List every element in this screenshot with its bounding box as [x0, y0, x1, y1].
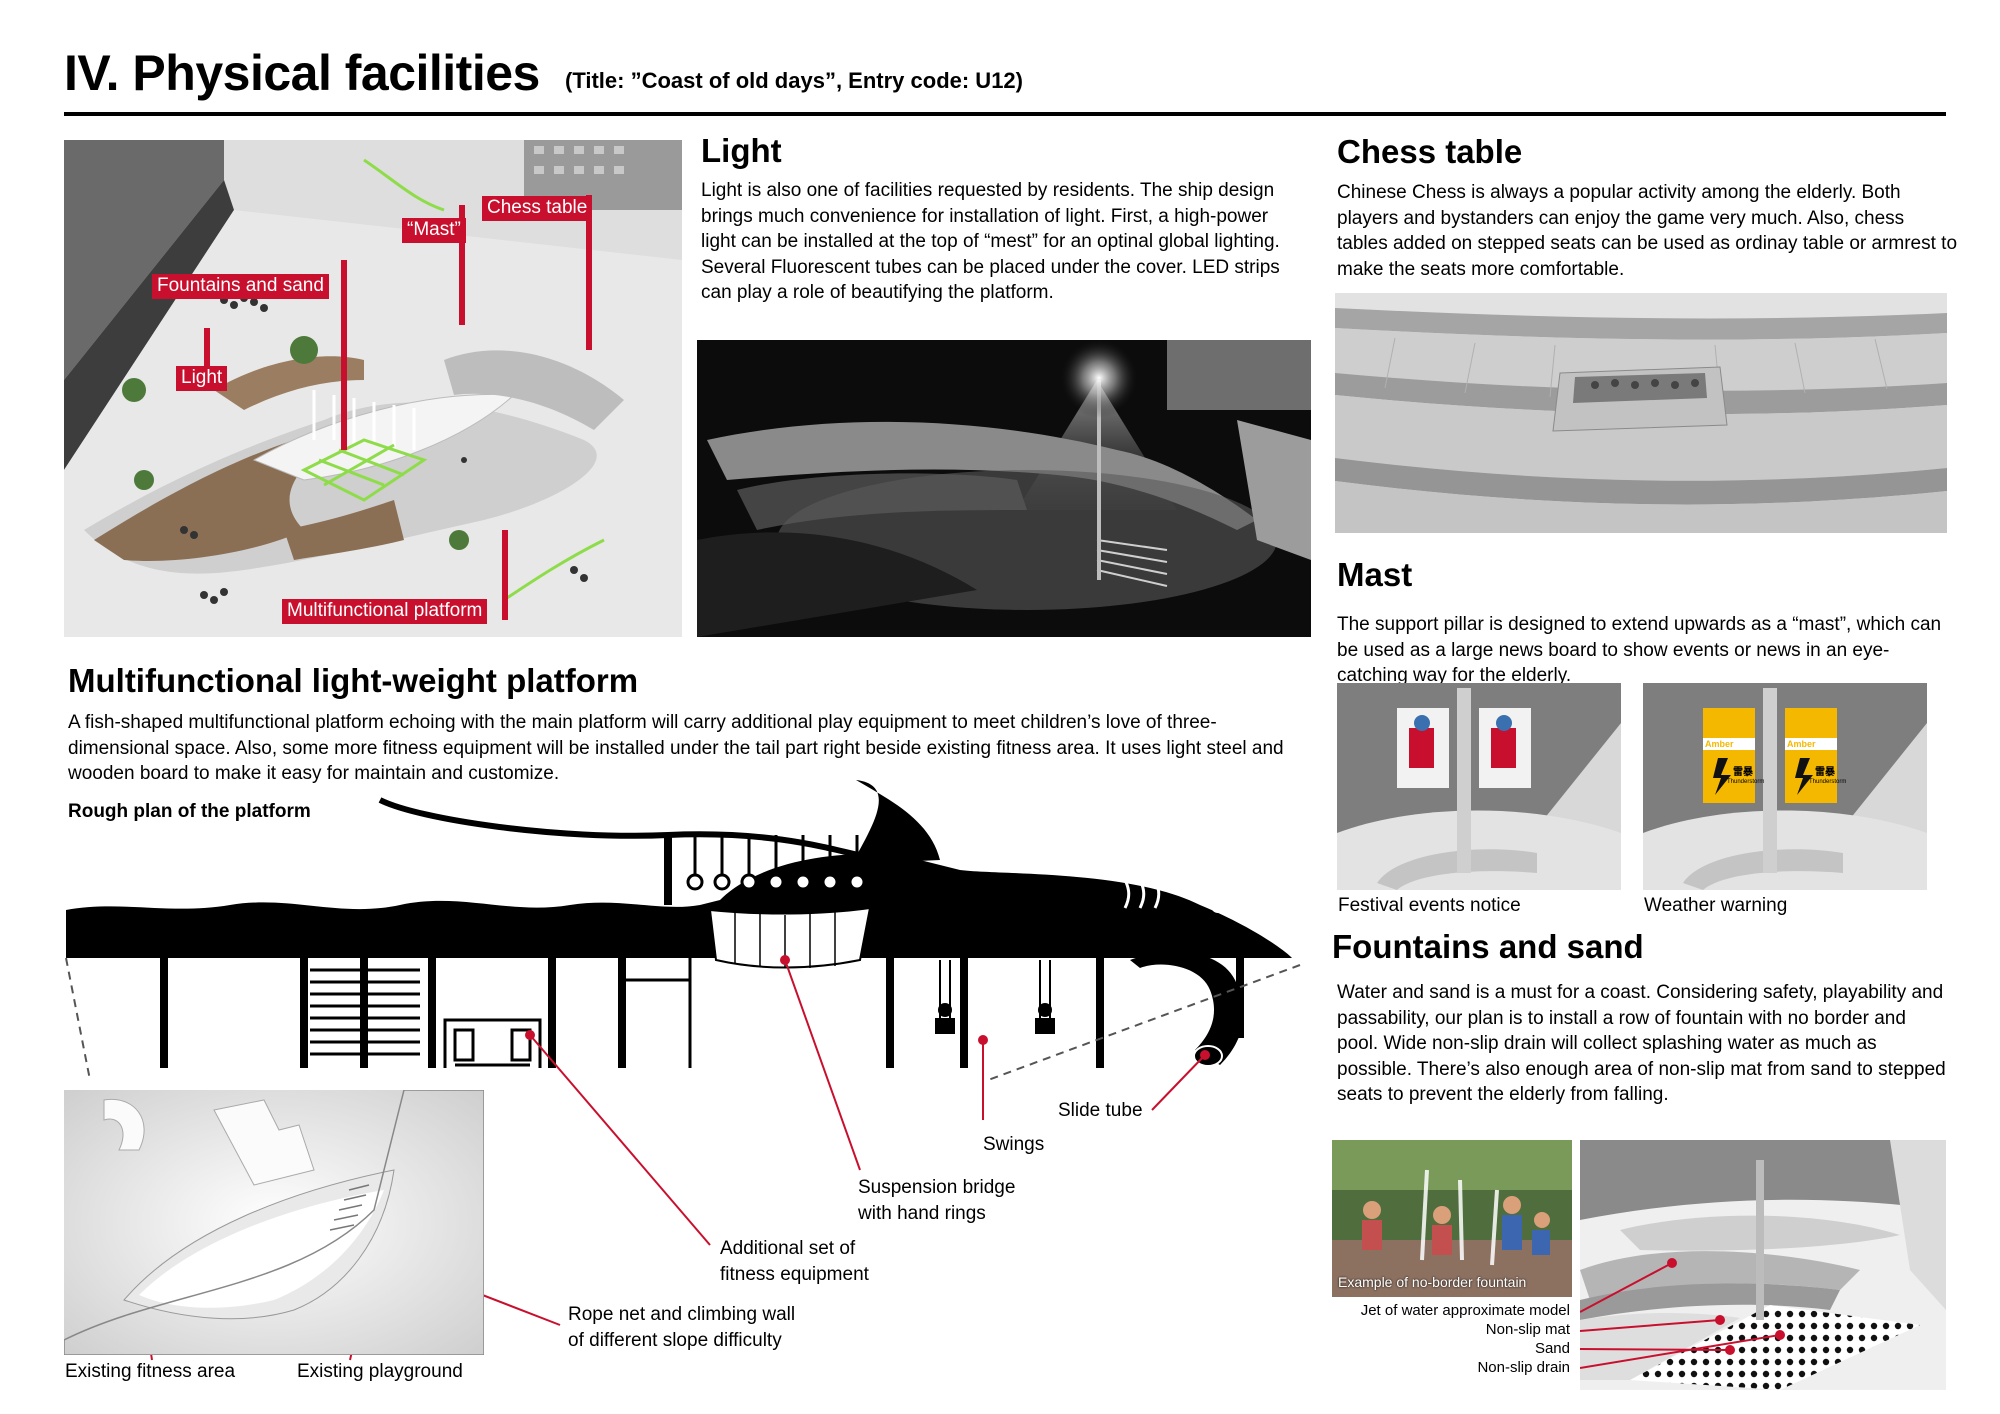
- label-bridge-line2: with hand rings: [858, 1203, 986, 1224]
- page-title: IV. Physical facilities: [64, 45, 540, 101]
- label-slide-tube: Slide tube: [1058, 1100, 1143, 1121]
- overview-aerial-render: Chess table “Mast” Fountains and sand Li…: [64, 140, 682, 637]
- poster-chinese-left: 雷暴: [1733, 767, 1753, 778]
- tag-fountains-and-sand: Fountains and sand: [152, 274, 329, 299]
- platform-text: A fish-shaped multifunctional platform e…: [68, 712, 1284, 785]
- overview-render-graphic: [64, 140, 682, 637]
- fish-platform-elevation: [65, 780, 1301, 1080]
- mast-weather-render: Amber Amber 雷暴 雷暴 Thunderstorm Thunderst…: [1643, 683, 1927, 890]
- label-existing-playground: Existing playground: [297, 1361, 463, 1382]
- light-render-graphic: [697, 340, 1311, 637]
- fountains-text: Water and sand is a must for a coast. Co…: [1337, 982, 1946, 1106]
- light-night-render: [697, 340, 1311, 637]
- label-existing-fitness-area: Existing fitness area: [65, 1361, 236, 1382]
- chess-render-graphic: [1335, 293, 1947, 533]
- page-subtitle: (Title: ”Coast of old days”, Entry code:…: [565, 68, 1023, 93]
- mast-caption-festival: Festival events notice: [1338, 895, 1521, 916]
- fountain-legend-drain: Non-slip drain: [1477, 1359, 1570, 1376]
- tag-light: Light: [176, 366, 228, 391]
- fountain-legend-jet: Jet of water approximate model: [1360, 1302, 1570, 1319]
- platform-marker: [502, 530, 508, 620]
- mast-festival-render: [1337, 683, 1621, 890]
- label-rope-line1: Rope net and climbing wall: [568, 1304, 796, 1325]
- site-plan-render: [64, 1090, 484, 1355]
- poster-amber-label-left: Amber: [1705, 739, 1734, 749]
- weather-render-graphic: [1643, 683, 1927, 890]
- light-text: Light is also one of facilities requeste…: [701, 180, 1280, 304]
- chess-table-marker: [586, 195, 592, 350]
- site-plan-graphic: [64, 1090, 484, 1355]
- title-divider: [64, 112, 1946, 116]
- label-swings: Swings: [983, 1134, 1045, 1155]
- fountain-example-photo: Example of no-border fountain: [1332, 1140, 1572, 1297]
- fountains-marker: [341, 260, 347, 450]
- fountain-photo-graphic: [1332, 1140, 1572, 1297]
- poster-storm-left: Thunderstorm: [1727, 779, 1765, 785]
- chess-text: Chinese Chess is always a popular activi…: [1337, 182, 1958, 280]
- light-heading: Light: [701, 132, 782, 169]
- fountain-legend-sand: Sand: [1534, 1340, 1570, 1357]
- chess-heading: Chess table: [1337, 133, 1523, 170]
- mast-marker: [459, 205, 465, 325]
- fountain-model-render: [1580, 1140, 1946, 1390]
- mast-text: The support pillar is designed to extend…: [1337, 614, 1942, 687]
- chess-table-render: [1335, 293, 1947, 533]
- tag-chess-table: Chess table: [482, 196, 593, 221]
- mast-caption-weather: Weather warning: [1644, 895, 1788, 916]
- poster-storm-right: Thunderstorm: [1809, 779, 1847, 785]
- label-fitness-line2: fitness equipment: [720, 1264, 869, 1285]
- platform-heading: Multifunctional light-weight platform: [68, 662, 639, 699]
- light-marker: [204, 328, 210, 388]
- mast-heading: Mast: [1337, 556, 1413, 593]
- label-rope-line2: of different slope difficulty: [568, 1330, 782, 1351]
- tag-multifunctional-platform: Multifunctional platform: [282, 599, 488, 624]
- label-fitness-line1: Additional set of: [720, 1238, 856, 1259]
- fountain-legend-mat: Non-slip mat: [1485, 1321, 1570, 1338]
- poster-amber-label-right: Amber: [1787, 739, 1816, 749]
- fountains-heading: Fountains and sand: [1332, 928, 1644, 965]
- label-bridge-line1: Suspension bridge: [858, 1177, 1016, 1198]
- plan-label: Rough plan of the platform: [68, 801, 311, 822]
- fountain-model-graphic: [1580, 1140, 1946, 1390]
- fountain-photo-caption: Example of no-border fountain: [1338, 1274, 1527, 1290]
- tag-mast: “Mast”: [402, 218, 466, 243]
- poster-chinese-right: 雷暴: [1815, 767, 1835, 778]
- festival-render-graphic: [1337, 683, 1621, 890]
